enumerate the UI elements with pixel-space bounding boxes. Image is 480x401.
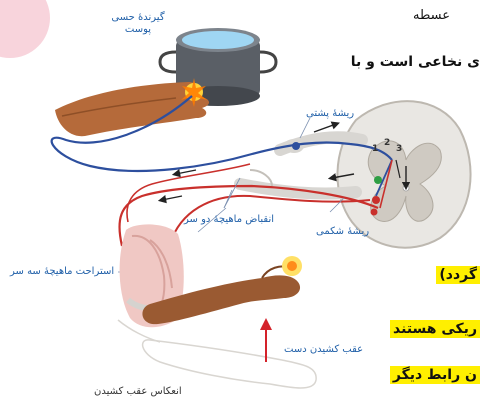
highlight-fragment-1: گردد) [436,266,480,284]
text-fragment-top: عسطه [413,8,450,23]
highlight-fragment-2: ریکی هستند [390,320,480,338]
highlight-fragment-3: ن رابط دیگر [390,366,480,384]
neuron-number-2: 2 [384,138,390,148]
decorative-circle [0,0,50,58]
withdrawal-arrow [260,318,272,362]
neuron-number-1: 1 [372,144,378,154]
triceps-relaxation-label: استراحت ماهیچهٔ سه سر [10,266,114,277]
hand-withdrawal-label: عقب کشیدن دست [284,344,363,355]
reflex-caption: انعکاس عقب کشیدن [94,386,182,397]
sensory-neuron-cell-body [292,142,300,150]
neuron-number-3: 3 [396,144,402,154]
biceps-contraction-label: انقباض ماهیچهٔ دو سر [184,214,274,225]
text-fragment-bold-line: ی نخاعی است و با [351,54,480,70]
ventral-root-label: ریشهٔ شکمی [316,226,369,237]
dorsal-root-label: ریشهٔ پشتی [306,108,354,119]
receptor-label: گیرندهٔ حسی پوست [108,12,168,36]
pain-spark-icon-2 [282,256,302,276]
